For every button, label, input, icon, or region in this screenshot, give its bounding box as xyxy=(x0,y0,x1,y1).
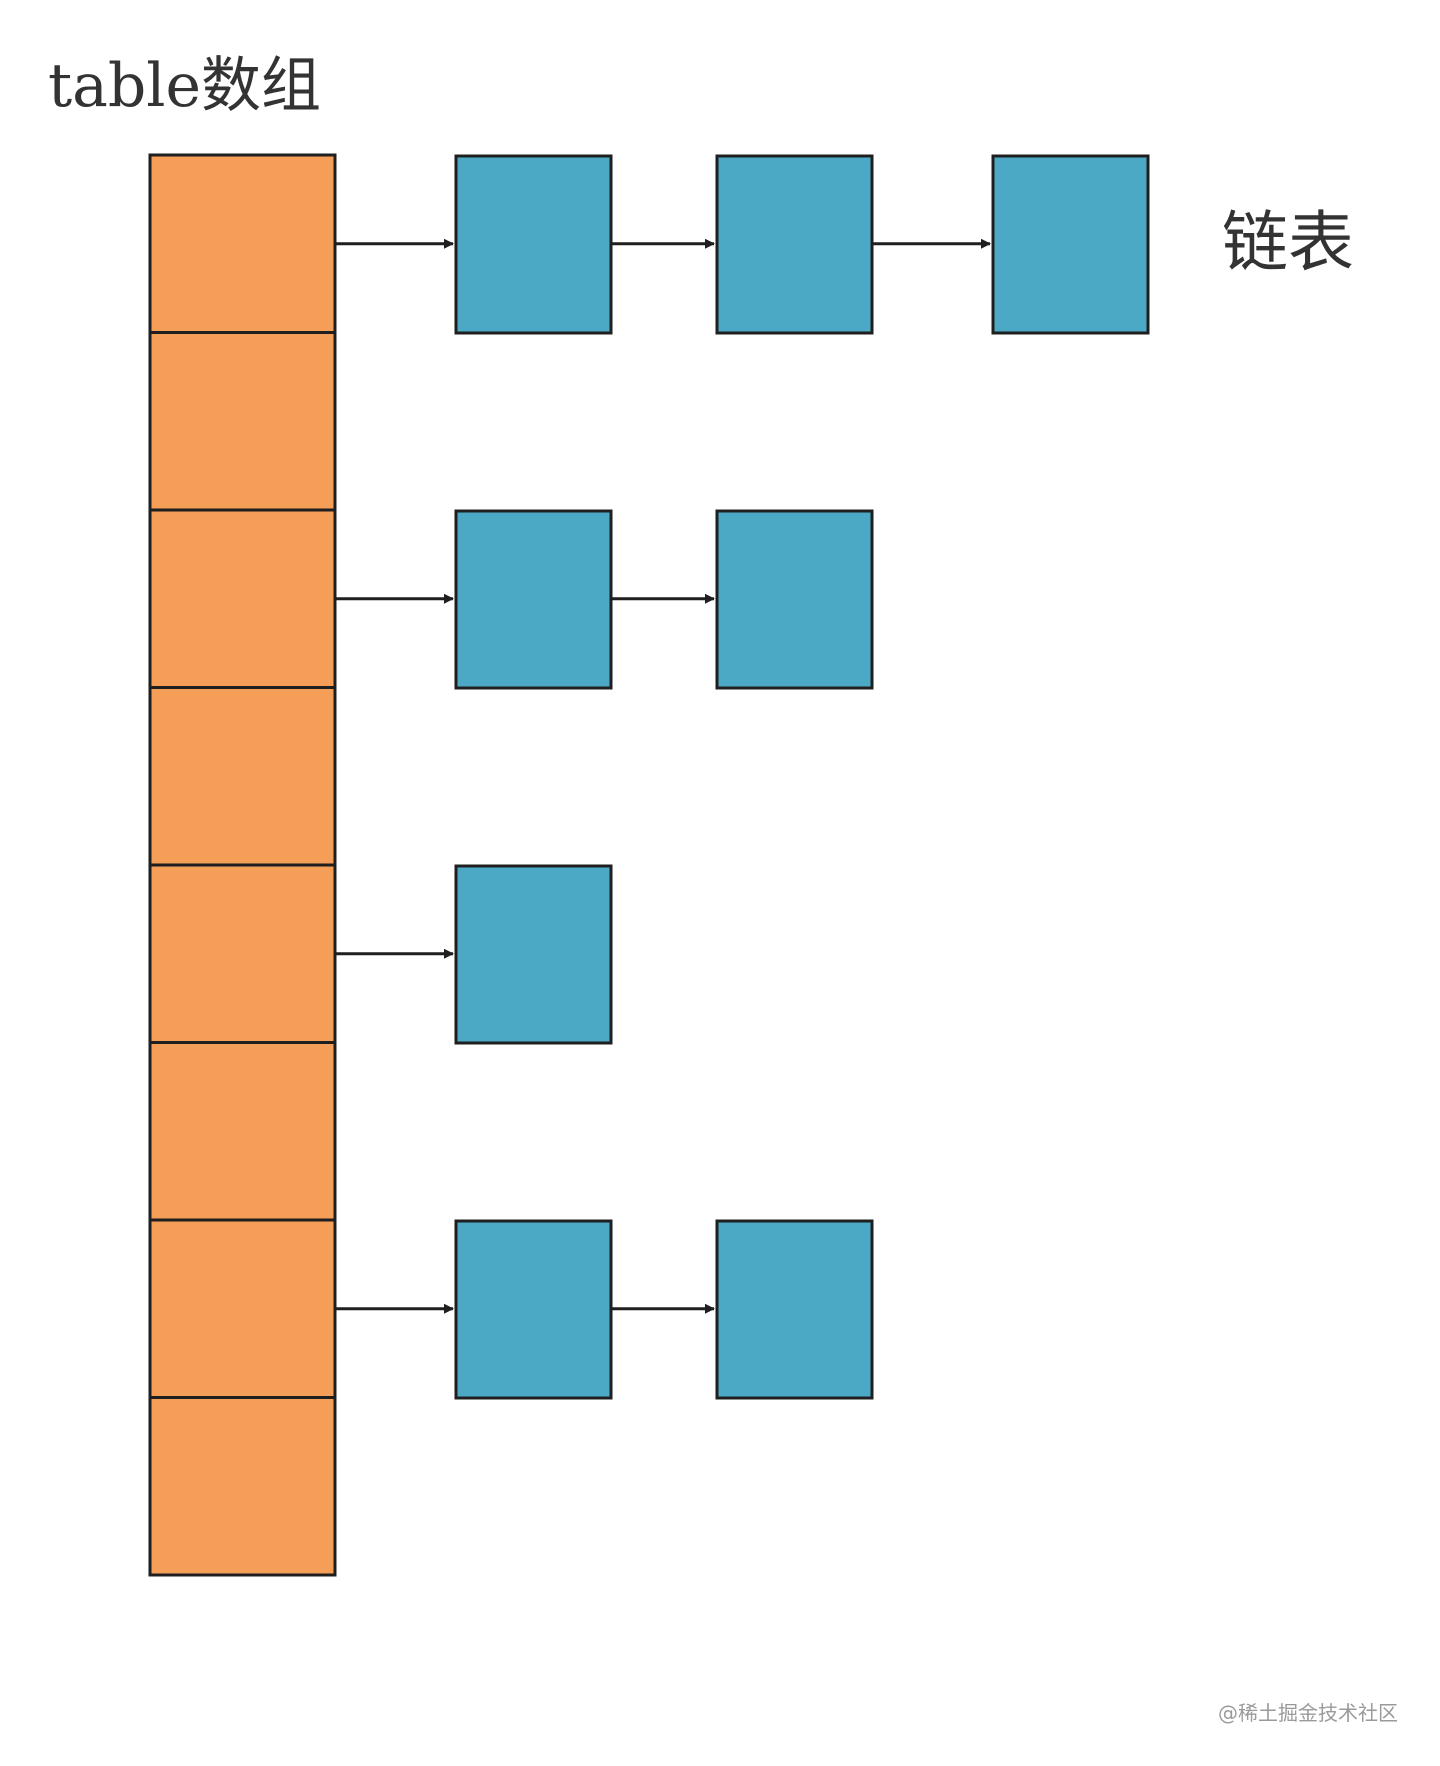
array-slot xyxy=(148,863,337,1044)
array-slot xyxy=(148,686,337,867)
table-array xyxy=(148,153,337,1577)
array-label: table数组 xyxy=(48,51,321,121)
list-label: 链表 xyxy=(1222,204,1354,281)
watermark: @稀土掘金技术社区 xyxy=(1218,1701,1398,1725)
list-node xyxy=(715,509,874,690)
list-node xyxy=(715,154,874,335)
list-node xyxy=(454,864,613,1045)
list-node xyxy=(715,1219,874,1400)
array-slot xyxy=(148,508,337,689)
list-node xyxy=(454,154,613,335)
list-node xyxy=(454,1219,613,1400)
array-slot xyxy=(148,331,337,512)
array-slot xyxy=(148,153,337,334)
array-slot xyxy=(148,1218,337,1399)
array-slot xyxy=(148,1041,337,1222)
list-node xyxy=(991,154,1150,335)
array-slot xyxy=(148,1396,337,1577)
list-node xyxy=(454,509,613,690)
linked-lists xyxy=(335,154,1150,1400)
